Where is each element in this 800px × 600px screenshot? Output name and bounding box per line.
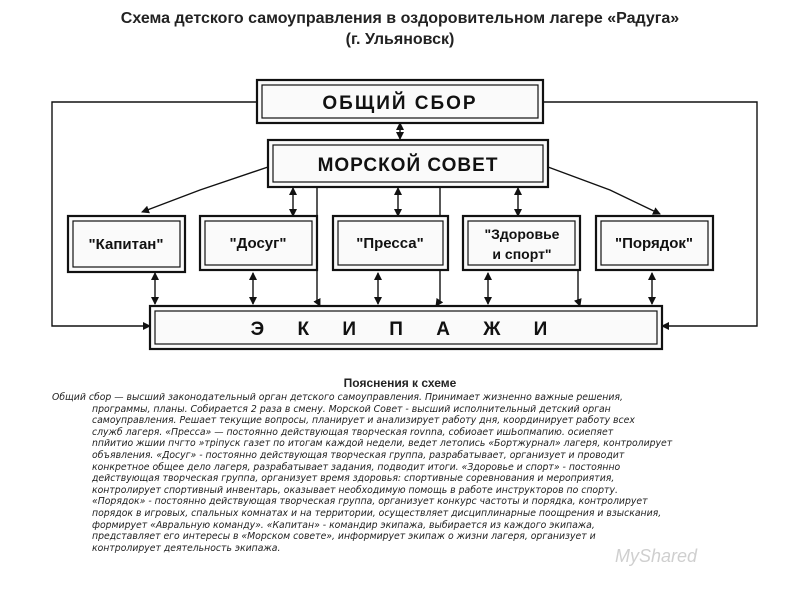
explanation-line: контролирует спортивный инвентарь, оказы… — [92, 484, 618, 496]
service-label-leisure: "Досуг" — [230, 235, 287, 252]
explanation-line: nпйитио жшии пчгто »трiпуск газет по ито… — [92, 438, 673, 450]
explanation-line: самоуправления. Решает текущие вопросы, … — [92, 415, 635, 427]
crews-label: Э К И П А Ж И — [251, 319, 562, 340]
explanation-line: представляет его интересы в «Морском сов… — [92, 531, 596, 543]
connectors — [51, 101, 758, 330]
explanation-line: конкретное общее дело лагеря, разрабатыв… — [92, 461, 621, 473]
page-title: Схема детского самоуправления в оздорови… — [120, 10, 680, 27]
explanation-line: программы, планы. Собирается 2 раза в см… — [92, 403, 611, 415]
crews-box: Э К И П А Ж И — [148, 304, 664, 351]
service-box-press: "Пресса" — [331, 214, 450, 272]
explanation-line: «Порядок» - постоянно действующая творче… — [92, 496, 648, 508]
service-box-captain: "Капитан" — [66, 214, 187, 274]
service-label-press: "Пресса" — [356, 235, 424, 252]
sea-council-box: МОРСКОЙ СОВЕТ — [266, 138, 550, 189]
general-meeting-label: ОБЩИЙ СБОР — [322, 92, 477, 114]
service-box-leisure: "Досуг" — [198, 214, 319, 272]
explanation-line: объявления. «Досуг» - постоянно действую… — [92, 449, 625, 461]
explanation-line: порядок в игровых, спальных комнатах и н… — [92, 507, 662, 519]
explanation-text: Общий сбор — высший законодательный орга… — [52, 392, 752, 554]
service-box-order: "Порядок" — [594, 214, 715, 272]
general-meeting-box: ОБЩИЙ СБОР — [255, 78, 545, 125]
service-label-health-line2: и спорт" — [492, 246, 551, 262]
explanation-line: служб лагеря. «Пресса» — постоянно дейст… — [92, 426, 614, 438]
explanation-line: формирует «Авральную команду». «Капитан»… — [92, 519, 595, 531]
explanation-line: контролирует деятельность экипажа. — [92, 542, 281, 554]
service-box-health-sport: "Здоровье и спорт" — [461, 214, 582, 272]
org-diagram: ОБЩИЙ СБОР МОРСКОЙ СОВЕТ "Капитан" "Досу… — [51, 78, 758, 351]
service-label-captain: "Капитан" — [89, 236, 164, 253]
service-label-health-line1: "Здоровье — [485, 226, 560, 242]
explanation-heading: Пояснения к схеме — [343, 376, 457, 390]
sea-council-label: МОРСКОЙ СОВЕТ — [318, 154, 499, 176]
service-label-order: "Порядок" — [615, 235, 693, 252]
page-subtitle: (г. Ульяновск) — [345, 31, 455, 48]
watermark: MyShared — [615, 546, 698, 566]
explanation-line: Общий сбор — высший законодательный орга… — [52, 392, 623, 403]
explanation-line: действующая творческая группа, организуе… — [92, 473, 615, 485]
